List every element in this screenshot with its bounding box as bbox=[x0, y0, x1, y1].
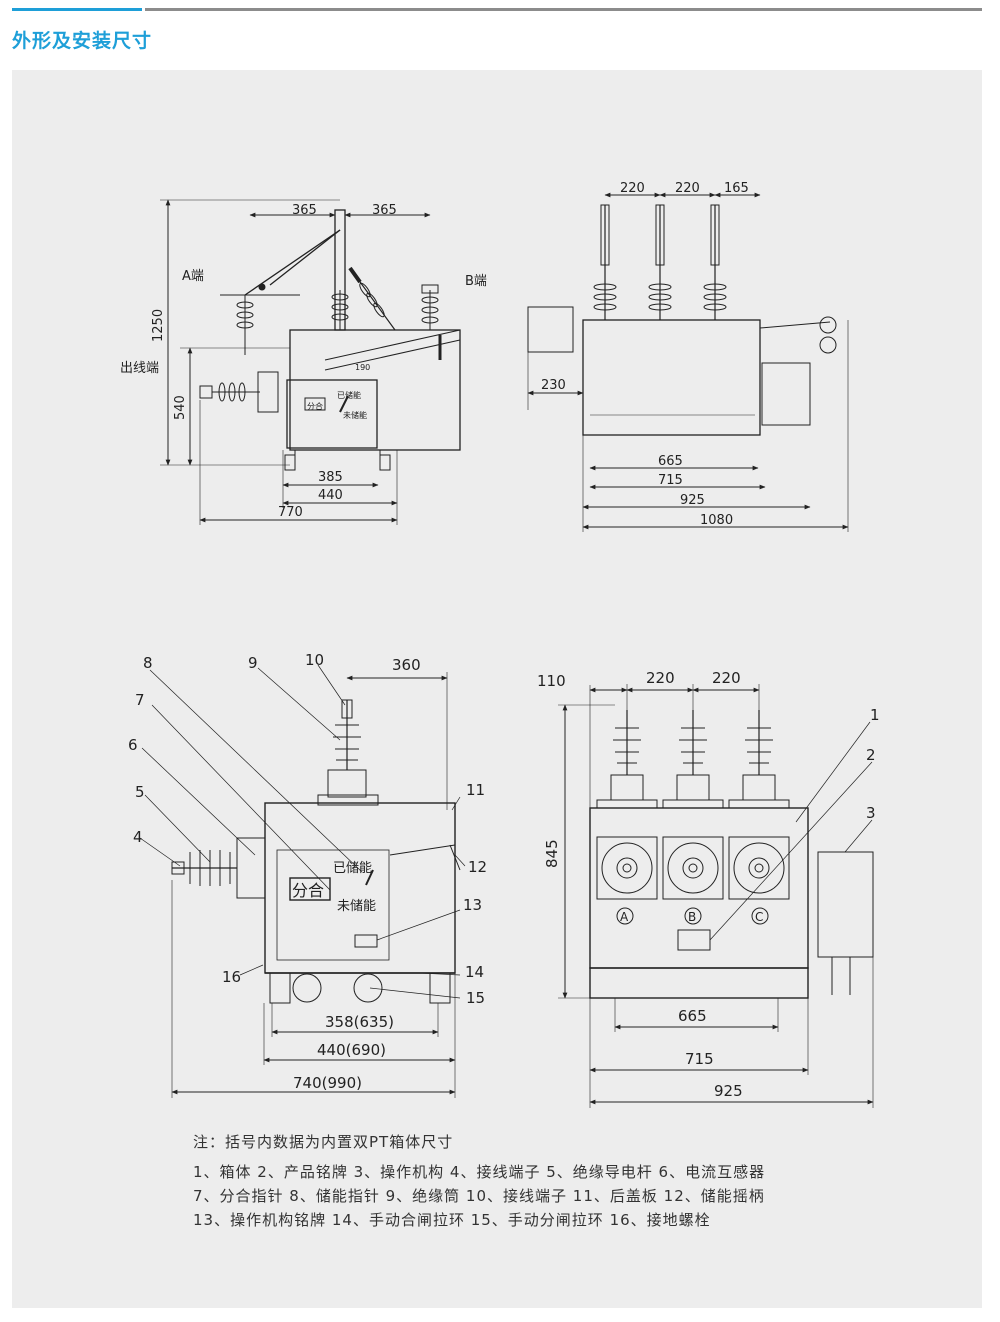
fig3-dim-360: 360 bbox=[392, 656, 421, 674]
fig2-pole-1 bbox=[593, 204, 617, 320]
fig1-dim-1250: 1250 bbox=[151, 309, 166, 342]
fig1-side-view bbox=[160, 199, 461, 525]
fig3-indicator-uncharged: 未储能 bbox=[337, 899, 376, 914]
fig3-side-view bbox=[139, 664, 466, 1098]
fig4-phase-a-pole bbox=[596, 710, 658, 925]
fig1-indicator-charged: 已储能 bbox=[337, 390, 361, 400]
fig4-phase-b: B bbox=[688, 910, 696, 924]
section-title: 外形及安装尺寸 bbox=[12, 30, 153, 52]
fig3-callout-7: 7 bbox=[135, 691, 145, 709]
parts-legend-line-1: 1、箱体 2、产品铭牌 3、操作机构 4、接线端子 5、绝缘导电杆 6、电流互感… bbox=[193, 1163, 766, 1181]
fig1-dim-440: 440 bbox=[318, 488, 343, 503]
fig1-insulator-diag bbox=[348, 266, 396, 331]
fig1-dim-385: 385 bbox=[318, 470, 343, 485]
fig1-insulator-left bbox=[236, 300, 254, 340]
fig4-callout-2: 2 bbox=[866, 746, 876, 764]
fig1-insulator-right bbox=[421, 284, 439, 330]
fig3-dim-740: 740(990) bbox=[293, 1074, 362, 1092]
fig3-callout-10: 10 bbox=[305, 651, 324, 669]
fig4-front-view bbox=[558, 684, 874, 1108]
fig1-label-outgoing: 出线端 bbox=[120, 361, 159, 376]
fig4-dim-220-b: 220 bbox=[712, 669, 741, 687]
fig1-indicator-fenhe: 分合 bbox=[307, 401, 323, 411]
fig3-callout-8: 8 bbox=[143, 654, 153, 672]
fig2-dim-715: 715 bbox=[658, 473, 683, 488]
fig2-dim-220-a: 220 bbox=[620, 181, 645, 196]
fig2-dim-165: 165 bbox=[724, 181, 749, 196]
fig4-dim-715: 715 bbox=[685, 1050, 714, 1068]
fig3-callout-13: 13 bbox=[463, 896, 482, 914]
fig2-dim-220-b: 220 bbox=[675, 181, 700, 196]
fig2-dim-1080: 1080 bbox=[700, 513, 733, 528]
fig1-outgoing-terminal bbox=[199, 371, 279, 413]
fig3-indicator-charged: 已储能 bbox=[333, 861, 372, 876]
fig3-callout-11: 11 bbox=[466, 781, 485, 799]
fig3-dim-358: 358(635) bbox=[325, 1013, 394, 1031]
fig4-dim-665: 665 bbox=[678, 1007, 707, 1025]
fig4-dim-925: 925 bbox=[714, 1082, 743, 1100]
fig3-callout-16: 16 bbox=[222, 968, 241, 986]
fig3-callout-15: 15 bbox=[466, 989, 485, 1007]
fig1-label-b: B端 bbox=[465, 274, 487, 289]
fig4-callout-3: 3 bbox=[866, 804, 876, 822]
fig4-dim-845: 845 bbox=[543, 839, 561, 868]
header-rule bbox=[145, 8, 982, 11]
fig2-pole-3 bbox=[703, 204, 727, 320]
fig3-callout-6: 6 bbox=[128, 736, 138, 754]
note-bracket-explanation: 注：括号内数据为内置双PT箱体尺寸 bbox=[193, 1133, 454, 1151]
fig4-phase-a: A bbox=[620, 910, 629, 924]
fig4-dim-220-a: 220 bbox=[646, 669, 675, 687]
fig2-dim-925: 925 bbox=[680, 493, 705, 508]
fig3-callout-9: 9 bbox=[248, 654, 258, 672]
parts-legend-line-2: 7、分合指针 8、储能指针 9、绝缘筒 10、接线端子 11、后盖板 12、储能… bbox=[193, 1187, 765, 1205]
fig4-phase-c-pole bbox=[728, 710, 790, 925]
fig3-indicator-fenhe: 分合 bbox=[292, 881, 324, 900]
header-accent-bar bbox=[12, 8, 142, 11]
fig4-phase-c: C bbox=[755, 910, 763, 924]
fig1-dim-365-left: 365 bbox=[292, 203, 317, 218]
fig1-insulator-mid bbox=[331, 290, 349, 330]
fig2-pole-2 bbox=[648, 204, 672, 320]
fig4-phase-b-pole bbox=[662, 710, 724, 925]
fig3-insulator-left bbox=[171, 850, 237, 886]
parts-legend-line-3: 13、操作机构铭牌 14、手动合闸拉环 15、手动分闸拉环 16、接地螺栓 bbox=[193, 1211, 711, 1229]
fig3-callout-4: 4 bbox=[133, 828, 143, 846]
fig3-insulator-top bbox=[333, 699, 361, 770]
fig4-callout-1: 1 bbox=[870, 706, 880, 724]
fig4-dim-110: 110 bbox=[537, 672, 566, 690]
fig3-callout-5: 5 bbox=[135, 783, 145, 801]
fig3-callout-12: 12 bbox=[468, 858, 487, 876]
fig2-dim-665: 665 bbox=[658, 454, 683, 469]
fig1-dim-770: 770 bbox=[278, 505, 303, 520]
notes-block: 注：括号内数据为内置双PT箱体尺寸 1、箱体 2、产品铭牌 3、操作机构 4、接… bbox=[193, 1130, 765, 1232]
fig1-indicator-uncharged: 未储能 bbox=[343, 410, 367, 420]
fig1-dim-540: 540 bbox=[173, 395, 188, 420]
fig2-front-view bbox=[527, 192, 849, 532]
fig1-label-a: A端 bbox=[182, 269, 204, 284]
fig3-dim-440: 440(690) bbox=[317, 1041, 386, 1059]
fig2-dim-230: 230 bbox=[541, 378, 566, 393]
fig3-callout-14: 14 bbox=[465, 963, 484, 981]
fig1-dim-190: 190 bbox=[355, 363, 370, 372]
fig1-dim-365-right: 365 bbox=[372, 203, 397, 218]
